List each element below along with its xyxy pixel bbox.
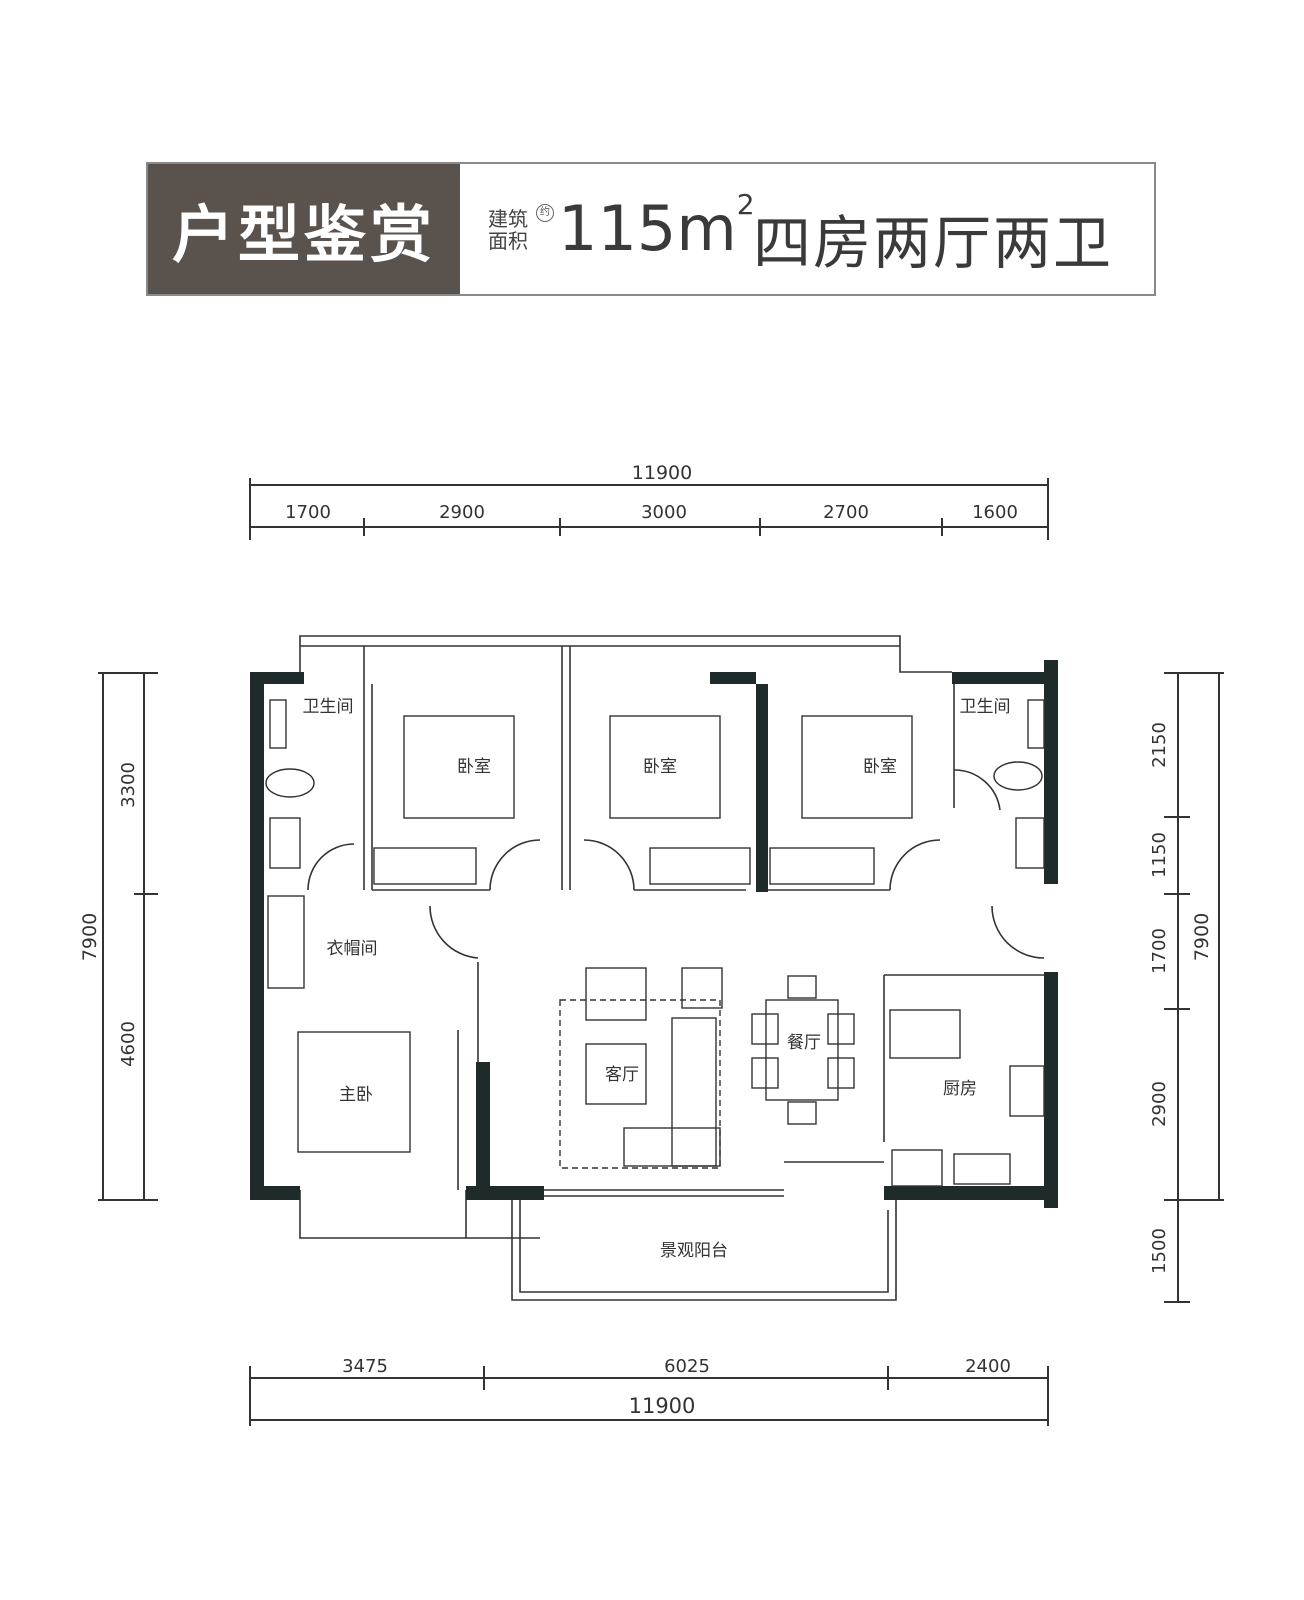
room-bath-right: 卫生间 xyxy=(960,697,1011,717)
thick-walls xyxy=(250,660,1058,1208)
bottom-dimension-lines xyxy=(249,1366,1049,1426)
right-dim-5: 1500 xyxy=(1149,1228,1170,1274)
right-dimension-lines xyxy=(1164,672,1224,1303)
top-dim-4: 2700 xyxy=(823,502,869,523)
title-banner: 户型鉴赏 建筑 面积 约 115m2 四房两厅两卫 xyxy=(146,162,1156,296)
top-dim-1: 1700 xyxy=(285,502,331,523)
room-closet: 衣帽间 xyxy=(327,939,378,959)
left-total-dim: 7900 xyxy=(79,913,101,961)
area-value: 115m2 xyxy=(558,188,755,265)
bathroom-fixtures xyxy=(265,699,1045,869)
approx-badge: 约 xyxy=(536,204,554,222)
room-bedroom-1: 卧室 xyxy=(457,757,491,777)
area-label-line2: 面积 xyxy=(488,229,528,253)
area-label-line1: 建筑 xyxy=(488,207,528,231)
area-unit-sup: 2 xyxy=(736,188,755,221)
top-dimension-lines xyxy=(249,478,1049,540)
left-dim-2: 4600 xyxy=(118,1021,139,1067)
top-total-dim: 11900 xyxy=(632,462,692,484)
right-dim-4: 2900 xyxy=(1149,1081,1170,1127)
area-number: 115m xyxy=(558,192,737,265)
room-kitchen: 厨房 xyxy=(943,1079,977,1099)
top-dim-5: 1600 xyxy=(972,502,1018,523)
wardrobes xyxy=(267,847,875,989)
layout-type: 四房两厅两卫 xyxy=(753,209,1114,277)
room-balcony: 景观阳台 xyxy=(660,1241,728,1261)
thin-walls xyxy=(299,635,1050,1301)
room-living: 客厅 xyxy=(605,1065,639,1085)
bottom-dim-2: 6025 xyxy=(664,1356,710,1377)
living-dining-furniture xyxy=(559,967,855,1169)
room-bath-left: 卫生间 xyxy=(303,697,354,717)
bottom-total-dim: 11900 xyxy=(629,1394,696,1418)
kitchen-fixtures xyxy=(889,1009,1045,1187)
bedroom-beds xyxy=(297,715,913,1153)
left-dimension-lines xyxy=(98,672,158,1201)
right-dim-2: 1150 xyxy=(1149,832,1170,878)
bottom-dim-3: 2400 xyxy=(965,1356,1011,1377)
room-bedroom-2: 卧室 xyxy=(643,757,677,777)
bottom-dim-1: 3475 xyxy=(342,1356,388,1377)
room-master: 主卧 xyxy=(339,1085,373,1105)
top-dim-2: 2900 xyxy=(439,502,485,523)
left-dim-1: 3300 xyxy=(118,762,139,808)
top-dim-3: 3000 xyxy=(641,502,687,523)
right-total-dim: 7900 xyxy=(1191,913,1213,961)
room-dining: 餐厅 xyxy=(787,1033,821,1053)
right-dim-1: 2150 xyxy=(1149,722,1170,768)
right-dim-3: 1700 xyxy=(1149,928,1170,974)
area-label: 建筑 面积 xyxy=(488,208,536,252)
door-arcs xyxy=(307,769,1045,959)
room-bedroom-3: 卧室 xyxy=(863,757,897,777)
banner-title: 户型鉴赏 xyxy=(148,164,460,294)
